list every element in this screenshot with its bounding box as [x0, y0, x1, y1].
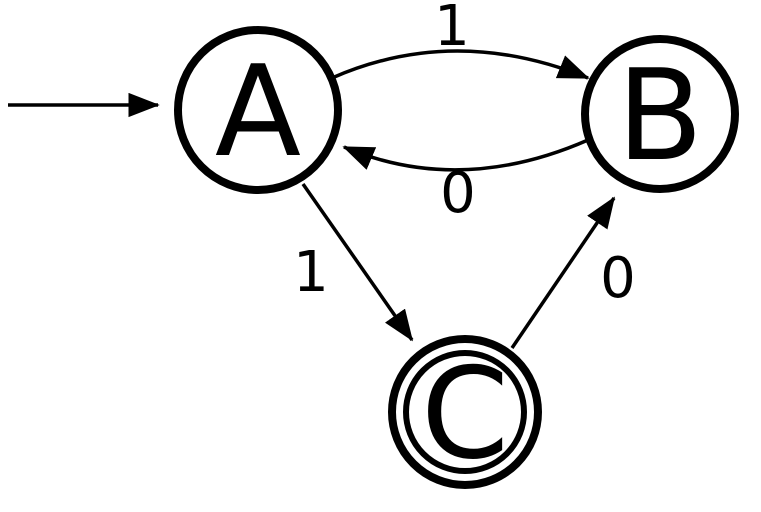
transition-label-c-to-b: 0 — [600, 246, 636, 311]
state-c-outer-circle — [388, 335, 542, 489]
state-c-inner-circle — [403, 350, 527, 474]
state-a-circle — [174, 26, 342, 194]
transition-label-a-to-b: 1 — [434, 0, 470, 59]
state-c: C — [388, 335, 542, 489]
state-b: B — [581, 35, 739, 193]
transition-label-b-to-a: 0 — [440, 161, 476, 226]
state-a: A — [174, 26, 342, 194]
transition-arrow-b-to-a — [342, 138, 589, 172]
transition-arrow-a-to-c — [301, 182, 414, 342]
transition-arrow-c-to-b — [510, 196, 616, 349]
state-a-label: A — [215, 38, 301, 185]
state-b-circle — [581, 35, 739, 193]
state-b-label: B — [617, 42, 703, 189]
transition-arrow-a-to-b — [331, 49, 590, 80]
transition-label-a-to-c: 1 — [293, 240, 329, 305]
state-c-label: C — [421, 340, 509, 487]
